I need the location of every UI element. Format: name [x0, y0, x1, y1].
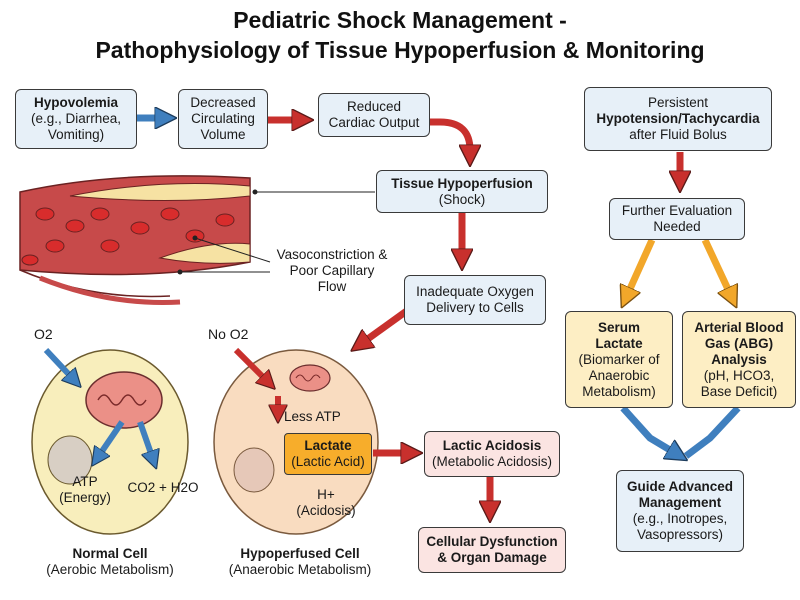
title-line-1: Pediatric Shock Management - [233, 7, 567, 33]
o2-label: O2 [34, 326, 64, 342]
blood-vessel-illustration [19, 175, 375, 305]
lactic-acidosis-box: Lactic Acidosis (Metabolic Acidosis) [424, 431, 560, 477]
cellular-dysfunction-line-2: & Organ Damage [437, 550, 547, 565]
acidosis-label-text: (Acidosis) [296, 503, 356, 518]
serum-lactate-line-4: Anaerobic [588, 367, 650, 383]
decreased-volume-line-3: Volume [200, 127, 246, 142]
guide-management-box: Guide Advanced Management (e.g., Inotrop… [616, 470, 744, 552]
persistent-line-1: Persistent [647, 95, 709, 110]
title-line-2: Pathophysiology of Tissue Hypoperfusion … [95, 37, 705, 63]
products-label: CO2 + H2O [127, 480, 199, 495]
hypoperfused-cell-caption-title: Hypoperfused Cell [240, 546, 360, 561]
o2-label-text: O2 [34, 326, 53, 342]
abg-line-4: (pH, HCO3, [703, 367, 775, 383]
hypoperfused-cell-caption-sub: (Anaerobic Metabolism) [228, 562, 372, 577]
vessel-label: Vasoconstriction & Poor Capillary Flow [262, 247, 402, 295]
lactic-acidosis-title: Lactic Acidosis [442, 438, 542, 453]
abg-analysis-box: Arterial Blood Gas (ABG) Analysis (pH, H… [682, 311, 796, 408]
normal-cell-caption-title: Normal Cell [72, 546, 148, 561]
decreased-volume-line-2: Circulating [191, 111, 255, 126]
atp-label-line-1: ATP [72, 474, 98, 489]
normal-cell-caption: Normal Cell (Aerobic Metabolism) [20, 546, 200, 578]
hypovolemia-title: Hypovolemia [33, 95, 119, 110]
decreased-volume-line-1: Decreased [190, 95, 256, 110]
serum-lactate-line-5: Metabolism) [582, 383, 656, 399]
further-evaluation-box: Further Evaluation Needed [609, 198, 745, 240]
tissue-hypoperfusion-sub: (Shock) [438, 191, 486, 207]
h-ion-label: H+ [317, 487, 335, 502]
cellular-dysfunction-line-1: Cellular Dysfunction [426, 534, 558, 549]
no-o2-label: No O2 [208, 326, 249, 342]
abg-title-1: Arterial Blood [694, 319, 784, 335]
lactate-box-sub: (Lactic Acid) [291, 454, 365, 469]
atp-label: ATP (Energy) [50, 474, 120, 506]
inadequate-oxygen-line-2: Delivery to Cells [426, 300, 524, 315]
decreased-volume-box: Decreased Circulating Volume [178, 89, 268, 149]
vessel-label-line-3: Flow [317, 279, 347, 294]
persistent-hypotension-box: Persistent Hypotension/Tachycardia after… [584, 87, 772, 151]
guide-line-4: Vasopressors) [636, 527, 724, 542]
flow-arrows [43, 118, 741, 514]
vessel-label-line-1: Vasoconstriction & [276, 247, 388, 262]
inadequate-oxygen-box: Inadequate Oxygen Delivery to Cells [404, 275, 546, 325]
abg-title-2: Gas (ABG) [704, 335, 774, 351]
tissue-hypoperfusion-box: Tissue Hypoperfusion (Shock) [376, 170, 548, 213]
reduced-output-line-2: Cardiac Output [328, 115, 420, 130]
serum-lactate-title-1: Serum [597, 319, 641, 335]
reduced-output-box: Reduced Cardiac Output [318, 93, 430, 137]
abg-line-5: Base Deficit) [700, 383, 778, 399]
lactate-box-title: Lactate [304, 438, 352, 453]
abg-title-3: Analysis [711, 351, 767, 367]
vessel-label-line-2: Poor Capillary [289, 263, 375, 278]
lactate-box: Lactate (Lactic Acid) [284, 433, 372, 475]
atp-label-line-2: (Energy) [59, 490, 111, 505]
acidosis-label: H+ (Acidosis) [288, 487, 364, 519]
cellular-dysfunction-box: Cellular Dysfunction & Organ Damage [418, 527, 566, 573]
guide-line-3: (e.g., Inotropes, [632, 511, 728, 526]
persistent-line-3: after Fluid Bolus [629, 127, 727, 142]
reduced-output-line-1: Reduced [346, 99, 402, 114]
hypovolemia-line-3: Vomiting) [47, 127, 105, 142]
hypoperfused-cell-caption: Hypoperfused Cell (Anaerobic Metabolism) [210, 546, 390, 578]
guide-title-2: Management [638, 495, 722, 510]
hypovolemia-box: Hypovolemia (e.g., Diarrhea, Vomiting) [15, 89, 137, 149]
serum-lactate-line-3: (Biomarker of [578, 351, 660, 367]
tissue-hypoperfusion-title: Tissue Hypoperfusion [391, 175, 533, 191]
less-atp-label: Less ATP [284, 409, 341, 424]
inadequate-oxygen-line-1: Inadequate Oxygen [416, 284, 534, 299]
lactic-acidosis-sub: (Metabolic Acidosis) [431, 454, 553, 469]
guide-title-1: Guide Advanced [626, 479, 734, 494]
further-evaluation-line-2: Needed [653, 219, 701, 234]
normal-cell-caption-sub: (Aerobic Metabolism) [46, 562, 174, 577]
serum-lactate-box: Serum Lactate (Biomarker of Anaerobic Me… [565, 311, 673, 408]
further-evaluation-line-1: Further Evaluation [621, 203, 733, 218]
serum-lactate-title-2: Lactate [595, 335, 643, 351]
hypovolemia-line-2: (e.g., Diarrhea, [30, 111, 122, 126]
persistent-line-2: Hypotension/Tachycardia [596, 111, 760, 126]
